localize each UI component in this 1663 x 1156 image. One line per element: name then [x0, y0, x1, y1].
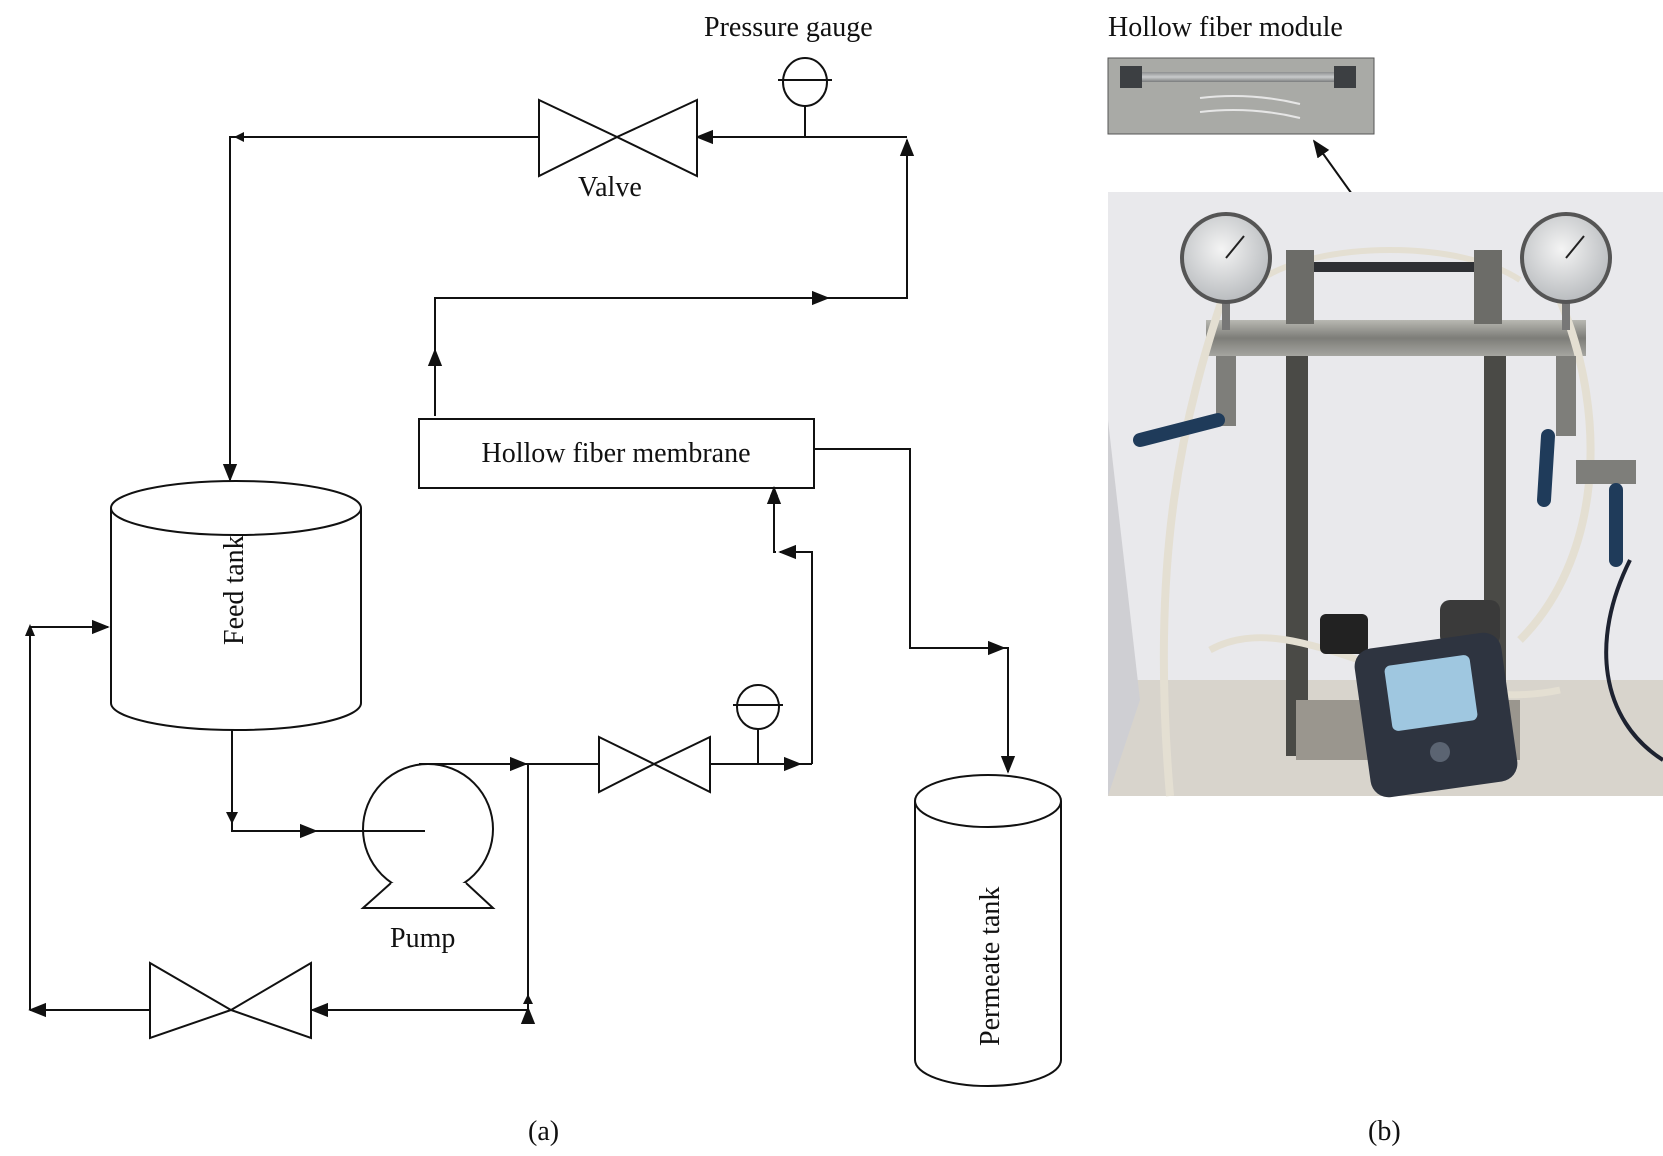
module-inset-photo — [1107, 57, 1375, 135]
tubing-right — [1517, 298, 1595, 643]
feed-tank-to-pump-line — [231, 730, 318, 839]
photo-panel-b: Hollow fiber module — [1107, 12, 1663, 1147]
panel-a-caption: (a) — [528, 1116, 559, 1147]
bypass-riser-arrow — [25, 624, 35, 636]
right-valve-body — [1556, 356, 1576, 436]
lower-pressure-gauge — [736, 684, 780, 730]
top-pressure-gauge — [782, 57, 828, 107]
feed-into-membrane — [766, 486, 782, 553]
module-reflection-1 — [1199, 95, 1301, 105]
feed-into-membrane-arrow — [770, 486, 778, 496]
feed-tank-body — [110, 508, 362, 731]
module-reflection-2 — [1199, 109, 1301, 119]
return-line-arrow — [234, 132, 244, 142]
tubing-left — [1159, 274, 1234, 797]
pump-label: Pump — [390, 923, 455, 954]
photo-module-left-clamp — [1286, 250, 1314, 324]
permeate-tank-body — [914, 801, 1062, 1087]
bypass-valve — [149, 961, 312, 1040]
hollow-fiber-membrane-label: Hollow fiber membrane — [481, 438, 750, 469]
hollow-fiber-membrane-box — [418, 418, 815, 489]
meter-button — [1430, 742, 1450, 762]
module-tube — [1128, 72, 1350, 82]
module-left-fitting — [1120, 66, 1142, 88]
return-line-to-feed-tank — [222, 136, 539, 482]
module-inset-border — [1107, 57, 1375, 135]
right-gauge-needle — [1565, 235, 1585, 259]
setup-photo — [1108, 192, 1663, 798]
pump-head-photo — [1320, 614, 1368, 654]
permeate-line-down — [1000, 647, 1016, 774]
panel-b-caption: (b) — [1368, 1116, 1401, 1147]
bypass-up-arrow — [523, 994, 533, 1004]
top-valve — [538, 98, 698, 178]
feed-riser-line — [778, 544, 813, 764]
riser-to-top-line — [828, 138, 915, 299]
module-right-fitting — [1334, 66, 1356, 88]
photo-module-tube — [1300, 262, 1500, 272]
pressure-gauge-label: Pressure gauge — [704, 12, 873, 43]
schematic-panel-a: Valve Pressure gauge Hollow fiber membra… — [25, 12, 1062, 1147]
side-valve-body — [1576, 460, 1636, 484]
valve-label: Valve — [578, 172, 642, 203]
left-valve-body — [1216, 356, 1236, 426]
left-gauge-needle — [1225, 235, 1245, 259]
membrane-outlet-line — [434, 290, 830, 350]
pump-base — [360, 882, 496, 909]
feed-tank-label: Feed tank — [219, 535, 250, 645]
discharge-valve — [598, 735, 711, 794]
meter-screen — [1384, 655, 1478, 731]
left-valve-handle — [1133, 413, 1225, 447]
permeate-line — [814, 448, 1006, 656]
pump-body — [362, 763, 494, 895]
frame-crossbar — [1206, 320, 1586, 356]
right-valve-handle — [1537, 429, 1555, 507]
permeate-tank-label: Permeate tank — [975, 887, 1006, 1046]
meter-cable — [1604, 559, 1663, 762]
frame-left-post — [1286, 356, 1308, 756]
photo-shadow — [1108, 420, 1140, 796]
photo-module-right-clamp — [1474, 250, 1502, 324]
hollow-fiber-module-label: Hollow fiber module — [1108, 12, 1343, 43]
permeate-tank-top — [914, 774, 1062, 828]
tank-outlet-arrow — [226, 812, 238, 824]
feed-tank-top — [110, 480, 362, 536]
